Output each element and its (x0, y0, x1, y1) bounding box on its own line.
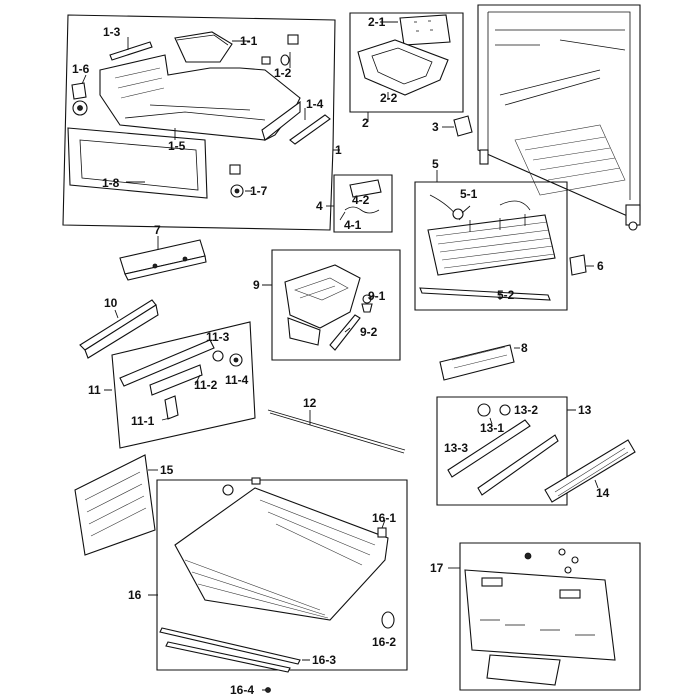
refrigerator-cabinet (442, 4, 641, 231)
label-14: 14 (596, 486, 610, 500)
part-5-2-heater (419, 287, 551, 301)
part-13-3-rail (447, 419, 531, 478)
part-12-rod (267, 409, 406, 454)
group-17-bracket (459, 542, 641, 691)
group-5-bracket (414, 181, 568, 311)
part-1-2-clip (287, 34, 299, 45)
group-11-bracket (111, 321, 256, 449)
label-6: 6 (597, 259, 604, 273)
group-2-bracket (349, 12, 464, 113)
part-1-4-strip (289, 114, 331, 145)
label-16-2: 16-2 (372, 635, 396, 649)
label-1-6: 1-6 (72, 62, 90, 76)
part-10-rail (79, 299, 159, 359)
label-8: 8 (521, 341, 528, 355)
label-16-3: 16-3 (312, 653, 336, 667)
part-1-8-front-panel (67, 127, 208, 199)
group-17-rear-panel (448, 542, 641, 691)
part-2-2-frame (357, 39, 449, 96)
label-13-1: 13-1 (480, 421, 504, 435)
group-11-rail-assembly (104, 321, 256, 449)
label-9: 9 (253, 278, 260, 292)
label-1-5: 1-5 (168, 139, 186, 153)
label-4-2: 4-2 (352, 193, 370, 207)
label-1-3: 1-3 (103, 25, 121, 39)
label-13-3: 13-3 (444, 441, 468, 455)
label-11-2: 11-2 (194, 378, 218, 392)
label-1-7: 1-7 (250, 184, 268, 198)
label-1: 1 (335, 143, 342, 157)
label-5-2: 5-2 (497, 288, 515, 302)
ice-maker-body (284, 264, 361, 329)
label-11: 11 (88, 383, 101, 397)
part-8-cover (439, 344, 520, 381)
part-1-2-ring (280, 54, 290, 66)
part-9-2-arm (329, 314, 361, 351)
part-1-6-stopper (71, 82, 87, 100)
group-9-ice-maker (262, 249, 401, 361)
label-15: 15 (160, 463, 174, 477)
group-13-bracket (436, 396, 568, 506)
group-4-bracket (333, 174, 393, 233)
label-11-4: 11-4 (225, 373, 249, 387)
label-3: 3 (432, 120, 439, 134)
basket-body (174, 487, 389, 621)
part-1-3-rail (109, 41, 153, 61)
label-16-1: 16-1 (372, 511, 396, 525)
part-16-4-screw (265, 687, 271, 693)
part-13-1-gear (477, 403, 491, 417)
label-7: 7 (154, 223, 161, 237)
part-16-1-clip (377, 527, 387, 538)
part-3-hinge (453, 115, 473, 137)
group-16-basket (148, 477, 408, 693)
label-1-8: 1-8 (102, 176, 120, 190)
group-1-drawer-assembly (62, 14, 340, 231)
label-2: 2 (362, 116, 369, 130)
label-2-2: 2-2 (380, 91, 398, 105)
group-5-evaporator (414, 170, 568, 311)
part-1-7-clip (229, 164, 241, 175)
group-16-bracket (156, 479, 408, 671)
part-9-1-screw (361, 303, 373, 313)
label-4-1: 4-1 (344, 218, 362, 232)
group-2-ice-tray (349, 12, 464, 122)
label-1-2: 1-2 (274, 66, 292, 80)
label-5-1: 5-1 (460, 187, 478, 201)
label-9-1: 9-1 (368, 289, 386, 303)
part-16-3-rail (159, 627, 301, 665)
group-13-slide-assembly (436, 396, 576, 506)
label-13-2: 13-2 (514, 403, 538, 417)
label-16: 16 (128, 588, 142, 602)
evaporator-coil (427, 214, 556, 276)
label-12: 12 (303, 396, 317, 410)
label-17: 17 (430, 561, 444, 575)
label-13: 13 (578, 403, 592, 417)
group-1-bracket (62, 14, 336, 231)
part-6-sensor (569, 254, 587, 276)
label-9-2: 9-2 (360, 325, 378, 339)
label-1-1: 1-1 (240, 34, 258, 48)
group-4-wire-harness (326, 174, 393, 233)
label-11-1: 11-1 (131, 414, 155, 428)
part-labels: 1 1-1 1-2 1-3 1-4 1-5 1-6 1-7 1-8 2 2-1 … (72, 15, 610, 697)
label-10: 10 (104, 296, 118, 310)
group-9-bracket (271, 249, 401, 361)
part-15-divider (74, 454, 158, 556)
label-11-3: 11-3 (206, 330, 230, 344)
label-2-1: 2-1 (368, 15, 386, 29)
part-11-3-bushing (212, 350, 224, 362)
label-5: 5 (432, 157, 439, 171)
part-2-1-plate (399, 14, 451, 46)
part-16-2-roller (381, 611, 395, 629)
part-1-1-tray (174, 31, 233, 63)
label-1-4: 1-4 (306, 97, 324, 111)
label-4: 4 (316, 199, 323, 213)
label-16-4: 16-4 (230, 683, 254, 697)
part-14-guide (544, 439, 636, 503)
part-7-bracket (119, 236, 207, 281)
